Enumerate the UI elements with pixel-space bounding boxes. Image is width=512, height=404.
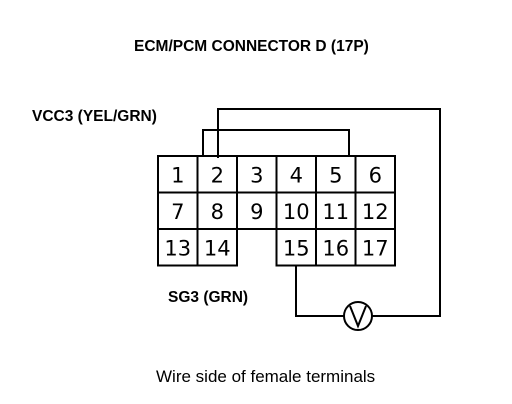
pin-number: 10 (283, 200, 310, 224)
pin-cell (275, 191, 317, 230)
pin-cell (315, 228, 357, 267)
pin-cell (236, 191, 278, 230)
pin-10: 10 (275, 191, 317, 230)
pin-number: 6 (369, 163, 382, 187)
vcc3-wire (217, 108, 441, 317)
pin-7: 7 (157, 191, 199, 230)
pin-13: 13 (157, 228, 199, 267)
pin-number: 8 (211, 200, 224, 224)
pin-number: 15 (283, 236, 310, 260)
pin-number: 3 (250, 163, 263, 187)
pin-15: 15 (275, 228, 317, 267)
pin-16: 16 (315, 228, 357, 267)
pin-number: 9 (250, 200, 263, 224)
pin-number: 16 (322, 236, 349, 260)
sg3-wire (295, 266, 344, 317)
pin-number: 11 (322, 200, 349, 224)
pin-number: 5 (329, 163, 342, 187)
pin-number: 17 (362, 236, 389, 260)
pin-cell (196, 228, 238, 267)
pin-number: 7 (171, 200, 184, 224)
sg3-label: SG3 (GRN) (168, 289, 248, 306)
pin-4: 4 (275, 155, 317, 194)
pin-5: 5 (315, 155, 357, 194)
pin-cell (354, 155, 396, 194)
voltmeter-icon (343, 301, 373, 331)
pin-number: 1 (171, 163, 184, 187)
pin-2: 2 (196, 155, 238, 194)
pin-8: 8 (196, 191, 238, 230)
pin-6: 6 (354, 155, 396, 194)
pin-12: 12 (354, 191, 396, 230)
pin-3: 3 (236, 155, 278, 194)
pin-9: 9 (236, 191, 278, 230)
pin-17: 17 (354, 228, 396, 267)
diagram-caption: Wire side of female terminals (156, 367, 375, 386)
diagram-title: ECM/PCM CONNECTOR D (17P) (134, 38, 369, 55)
pin-cell (354, 228, 396, 267)
pin-number: 13 (164, 236, 191, 260)
connector-lock-tab (202, 129, 350, 157)
pin-cell (196, 191, 238, 230)
pin-number: 2 (211, 163, 224, 187)
pin-1: 1 (157, 155, 199, 194)
pin-14: 14 (196, 228, 238, 267)
pin-number: 12 (362, 200, 389, 224)
pin-11: 11 (315, 191, 357, 230)
vcc3-label: VCC3 (YEL/GRN) (32, 108, 157, 125)
voltmeter-v-glyph (349, 305, 367, 329)
pin-number: 4 (290, 163, 303, 187)
pin-number: 14 (204, 236, 231, 260)
